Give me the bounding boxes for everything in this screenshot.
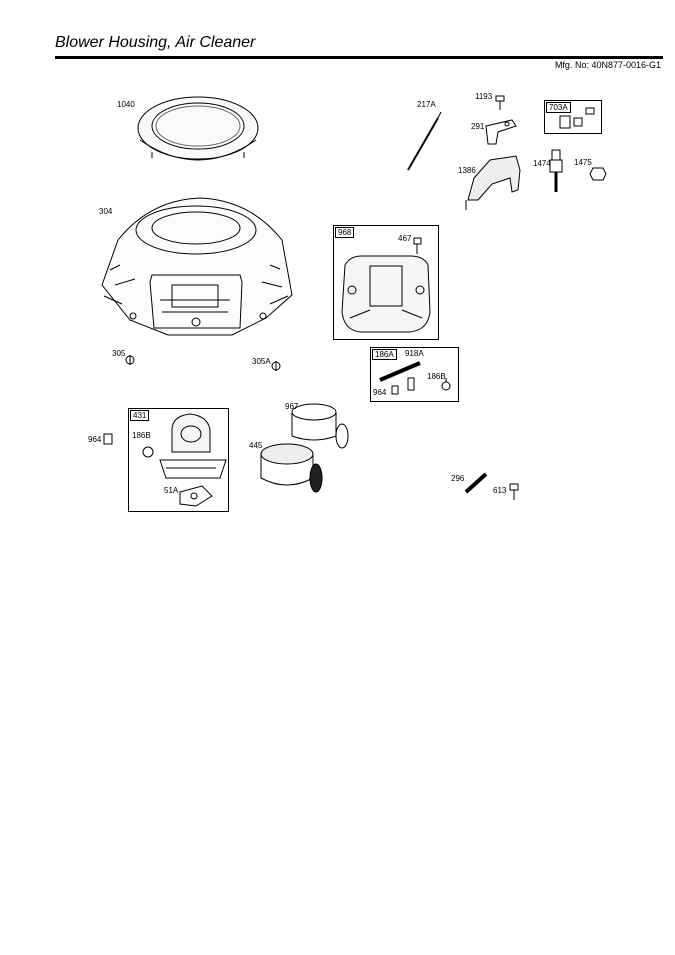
kit-label-186A[interactable]: 186A: [372, 349, 397, 360]
plate-968-drawing: [341, 255, 431, 333]
housing-304-drawing: [101, 197, 293, 336]
screw-467-drawing: [413, 237, 422, 254]
tube-918A-drawing: [379, 361, 421, 382]
callout-291[interactable]: 291: [471, 122, 485, 131]
bolt-613-drawing: [509, 483, 519, 500]
callout-1474[interactable]: 1474: [533, 159, 551, 168]
shield-1386-drawing: [465, 155, 521, 210]
screw-305-drawing: [125, 355, 135, 365]
callout-918A[interactable]: 918A: [405, 349, 424, 358]
callout-964[interactable]: 964: [88, 435, 102, 444]
title-rule: [55, 56, 663, 59]
clip-964b-drawing: [103, 433, 113, 445]
kit-label-703A[interactable]: 703A: [546, 102, 571, 113]
filter-445-drawing: [260, 443, 323, 493]
screw-305A-drawing: [271, 361, 281, 371]
callout-51A[interactable]: 51A: [164, 486, 179, 495]
screw-1193-drawing: [495, 95, 505, 110]
kit-box-968: [333, 225, 439, 340]
callout-304[interactable]: 304: [99, 207, 113, 216]
callout-445[interactable]: 445: [249, 441, 263, 450]
kit-703A-drawing: [559, 107, 595, 129]
elbow-186B-drawing: [407, 377, 451, 391]
kit-box-703A: [544, 100, 602, 134]
stud-296-drawing: [464, 472, 488, 494]
aircleaner-431-drawing: [142, 413, 227, 507]
callout-305A[interactable]: 305A: [252, 357, 271, 366]
bracket-291-drawing: [485, 119, 517, 145]
callout-186B-kit[interactable]: 186B: [427, 372, 446, 381]
callout-1040[interactable]: 1040: [117, 100, 135, 109]
kit-label-431[interactable]: 431: [130, 410, 150, 421]
callout-1475[interactable]: 1475: [574, 158, 592, 167]
callout-1386[interactable]: 1386: [458, 166, 476, 175]
callout-467[interactable]: 467: [398, 234, 412, 243]
callout-1193[interactable]: 1193: [475, 92, 493, 101]
callout-186B[interactable]: 186B: [132, 431, 151, 440]
callout-613[interactable]: 613: [493, 486, 507, 495]
nut-1475-drawing: [589, 167, 607, 181]
callout-296[interactable]: 296: [451, 474, 465, 483]
mfg-number: Mfg. No: 40N877-0016-G1: [554, 60, 661, 70]
callout-967[interactable]: 967: [285, 402, 299, 411]
callout-305[interactable]: 305: [112, 349, 126, 358]
stud-1474-drawing: [549, 149, 563, 192]
callout-217A[interactable]: 217A: [417, 100, 436, 109]
callout-964-kit[interactable]: 964: [373, 388, 387, 397]
ring-1040-drawing: [137, 96, 259, 161]
rod-217A-drawing: [407, 111, 442, 171]
clip-964-drawing: [391, 385, 399, 395]
kit-box-431: [128, 408, 229, 512]
kit-box-186A: [370, 347, 459, 402]
filter-967-drawing: [291, 403, 349, 449]
page-title: Blower Housing, Air Cleaner: [55, 34, 256, 51]
kit-label-968[interactable]: 968: [335, 227, 355, 238]
